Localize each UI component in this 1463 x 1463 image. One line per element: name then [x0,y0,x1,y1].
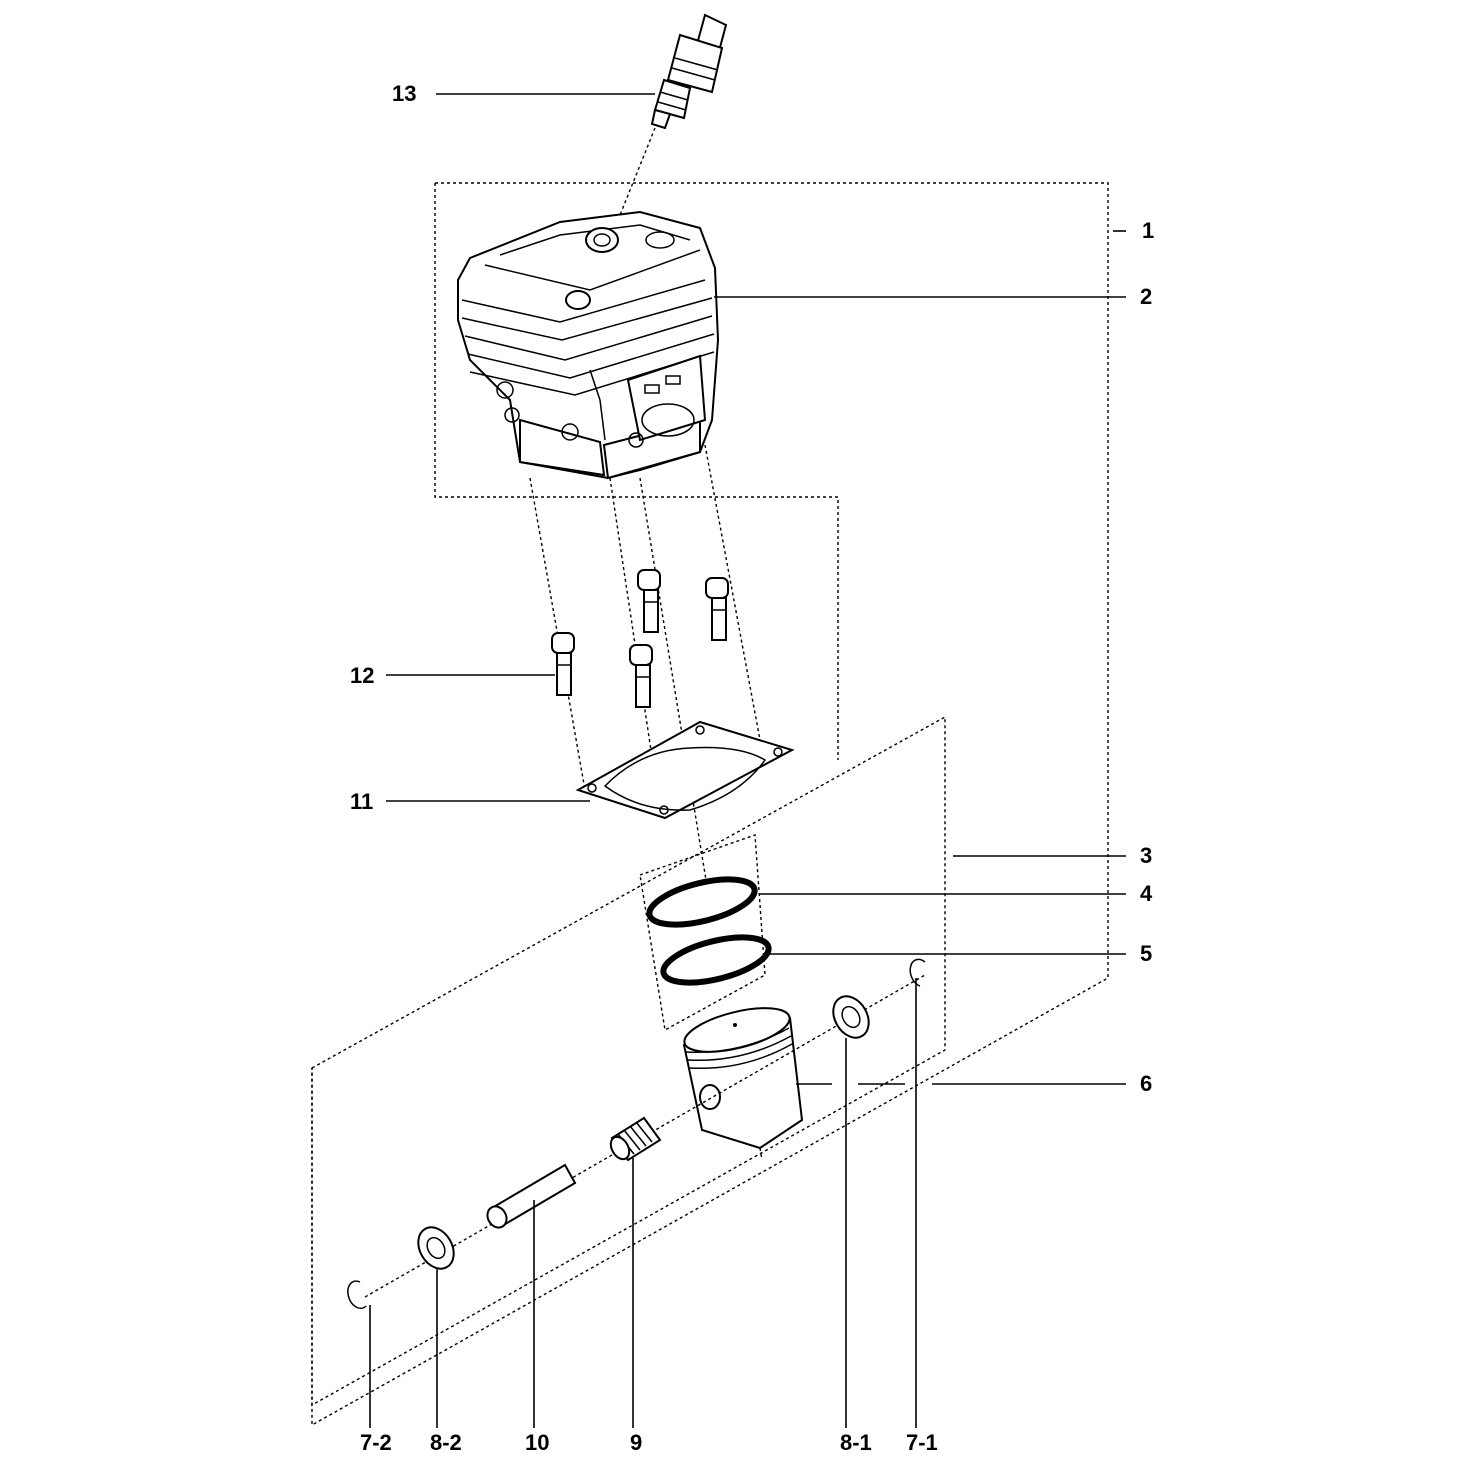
callout-11: 11 [350,789,373,814]
callout-13: 13 [392,81,416,106]
piston-ring-upper-part [646,876,758,928]
piston-pin-part [486,1163,577,1229]
callout-7-2: 7-2 [360,1430,392,1455]
ring-box [639,834,766,1032]
circlip-left-part [347,1280,367,1309]
callout-8-1: 8-1 [840,1430,872,1455]
needle-bearing-part [609,1116,662,1162]
bolt-part-d [705,577,729,641]
bolt-part-b [629,644,653,708]
callout-7-1: 7-1 [906,1430,938,1455]
piston-axis [759,1147,763,1161]
callout-8-2: 8-2 [430,1430,462,1455]
washer-right-part [832,995,870,1039]
bolt-part-a [551,632,575,696]
group-box-3 [311,715,946,1407]
callout-10: 10 [525,1430,549,1455]
cylinder-part [457,210,720,480]
bolt-part-c [637,569,661,633]
spark-plug-axis [619,127,656,216]
callout-5: 5 [1140,941,1152,966]
callout-4: 4 [1140,881,1153,906]
callout-9: 9 [630,1430,642,1455]
spark-plug-part [650,13,728,130]
piston-part [682,1007,804,1150]
callout-12: 12 [350,663,374,688]
washer-left-part [417,1226,455,1270]
bolt-guide-4 [704,444,761,741]
bolt-guide-3 [639,477,707,881]
group-box-cylinder [434,183,839,760]
callout-6: 6 [1140,1071,1152,1096]
callout-2: 2 [1140,284,1152,309]
gasket-part [575,720,795,820]
callout-1: 1 [1142,218,1154,243]
callout-3: 3 [1140,843,1152,868]
bolt-guide-2 [609,477,661,811]
piston-ring-lower-part [660,934,772,986]
